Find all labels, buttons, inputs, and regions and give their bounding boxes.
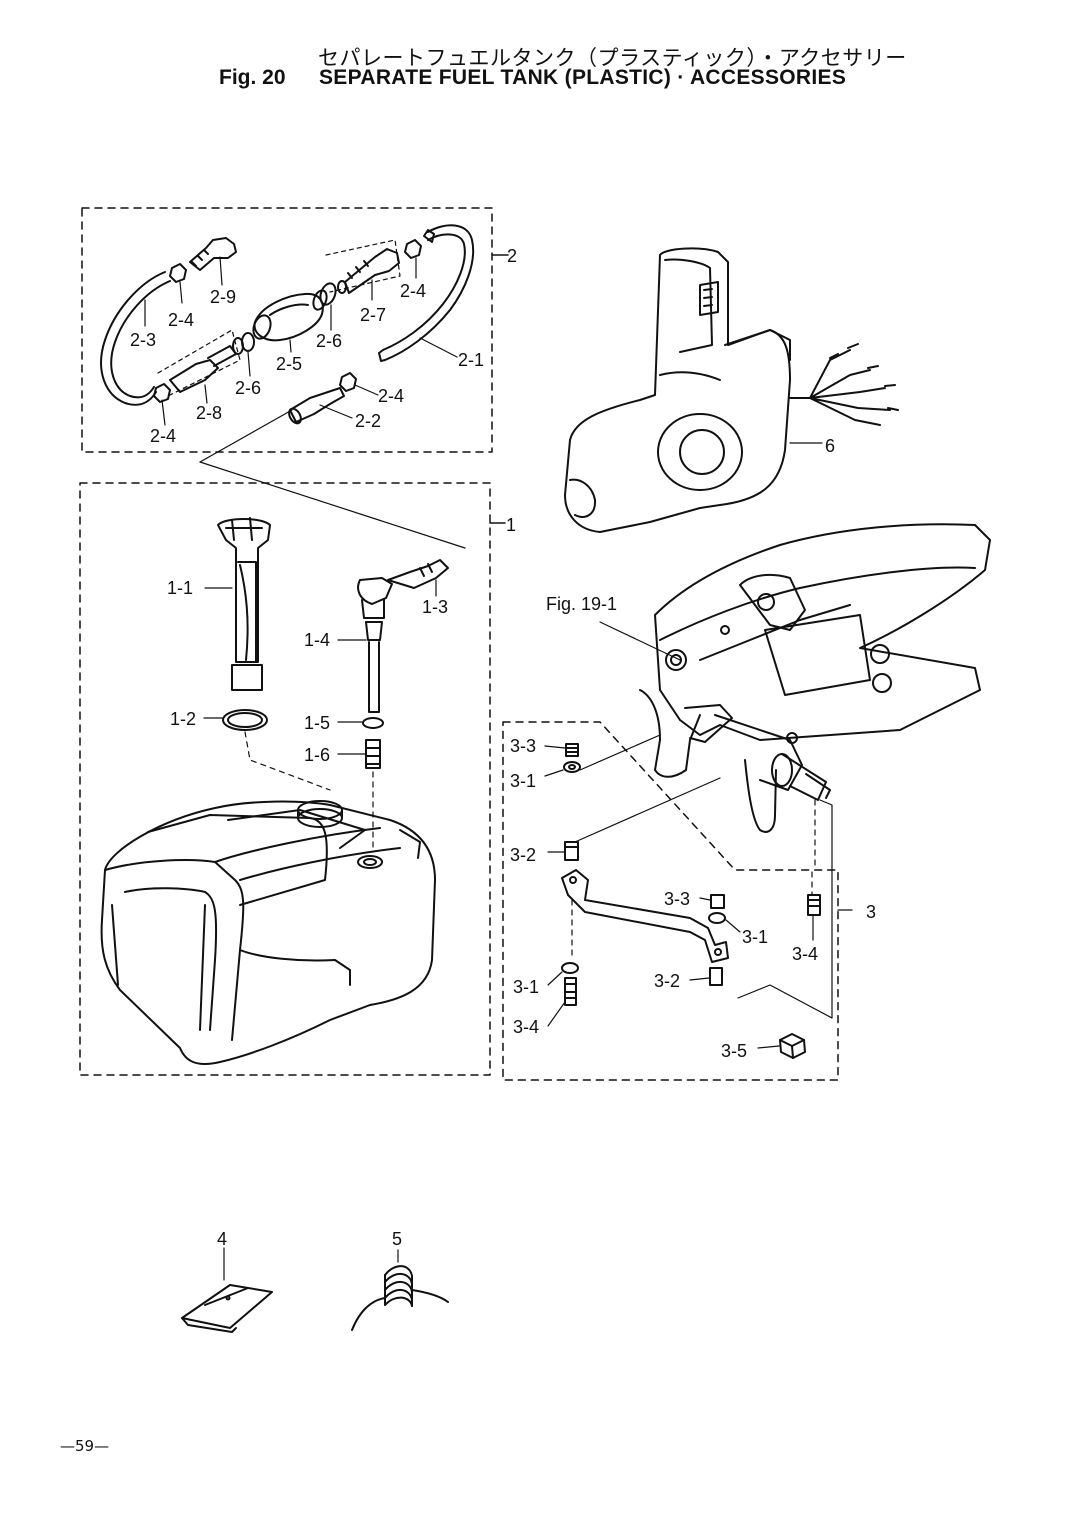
part-label-2-4b: 2-4 [400, 281, 426, 301]
nut-3-5 [779, 1033, 806, 1059]
part-label-2-6a: 2-6 [316, 331, 342, 351]
bolt-3-4-lower [564, 977, 577, 1006]
figure-number: Fig. 20 [219, 66, 286, 89]
part-label-2-6b: 2-6 [235, 378, 261, 398]
part-label-2-8: 2-8 [196, 403, 222, 423]
part-label-2-5: 2-5 [276, 354, 302, 374]
link-rod [561, 869, 729, 963]
washer-3-1-top [563, 761, 581, 773]
part-label-1-3: 1-3 [422, 597, 448, 617]
o-ring-1-5 [362, 717, 384, 729]
hose-2-1 [384, 224, 475, 361]
page-title-english: SEPARATE FUEL TANK (PLASTIC) · ACCESSORI… [319, 66, 847, 89]
fitting-1-3 [387, 559, 449, 589]
connector-2-9 [189, 237, 237, 271]
group-label-1: 1 [506, 515, 516, 535]
part-label-3-4a: 3-4 [792, 944, 818, 964]
connector-2-2 [289, 387, 345, 423]
nut-3-3-top [565, 743, 579, 757]
part-label-3-3b: 3-3 [664, 889, 690, 909]
fuel-gauge-1-1 [217, 518, 271, 663]
primer-bulb-2-5 [253, 292, 324, 342]
washer-3-1-lower [561, 962, 579, 974]
decal-4 [181, 1284, 273, 1329]
group-label-6: 6 [825, 436, 835, 456]
group-3-boundary [502, 721, 839, 1081]
part-label-1-2: 1-2 [170, 709, 196, 729]
nut-3-3-right [710, 894, 725, 909]
ring-2-6-lower [241, 332, 255, 352]
group-2-boundary [81, 207, 493, 453]
stud-3-2-left [564, 841, 579, 861]
nut-2-4 [169, 263, 187, 283]
fuel-tank-body [100, 800, 436, 1066]
group-1-boundary [79, 482, 491, 1076]
part-label-2-3: 2-3 [130, 330, 156, 350]
connector-2-8 [169, 359, 219, 393]
page-title-japanese: セパレートフュエルタンク（プラスティック）・アクセサリー [318, 46, 907, 70]
group-label-2: 2 [507, 246, 517, 266]
group-label-3: 3 [866, 902, 876, 922]
part-label-2-2: 2-2 [355, 411, 381, 431]
remote-control-6 [564, 247, 791, 533]
part-label-1-6: 1-6 [304, 745, 330, 765]
part-label-2-4d: 2-4 [150, 426, 176, 446]
washer-3-1-right [708, 912, 726, 924]
outboard-bracket [654, 523, 991, 741]
part-label-3-1b: 3-1 [742, 927, 768, 947]
bolt-3-4-right [807, 894, 821, 916]
part-label-1-5: 1-5 [304, 713, 330, 733]
nut-2-4-mid [339, 372, 357, 392]
page-number: —59— [60, 1437, 110, 1455]
part-label-2-4c: 2-4 [378, 386, 404, 406]
group-label-4: 4 [217, 1229, 227, 1249]
part-label-1-1: 1-1 [167, 578, 193, 598]
filter-1-6 [365, 739, 381, 769]
part-label-2-7: 2-7 [360, 305, 386, 325]
check-valve-2-7 [344, 248, 400, 294]
part-label-3-2b: 3-2 [654, 971, 680, 991]
ring-2-6-upper [319, 282, 337, 306]
elbow-fitting-1-4 [357, 577, 393, 605]
cord-5 [351, 1289, 449, 1331]
part-label-3-2a: 3-2 [510, 845, 536, 865]
part-label-2-1: 2-1 [458, 350, 484, 370]
part-label-3-1c: 3-1 [513, 977, 539, 997]
stud-3-2-right [709, 967, 723, 986]
reference-fig-19-1: Fig. 19-1 [546, 594, 617, 614]
nut-2-4-lower [153, 383, 171, 403]
part-label-3-5: 3-5 [721, 1041, 747, 1061]
part-label-3-3a: 3-3 [510, 736, 536, 756]
part-label-1-4: 1-4 [304, 630, 330, 650]
part-label-2-4a: 2-4 [168, 310, 194, 330]
part-label-2-9: 2-9 [210, 287, 236, 307]
o-ring-1-2 [222, 709, 268, 731]
nut-2-4-right [404, 239, 422, 259]
part-label-3-1a: 3-1 [510, 771, 536, 791]
hose-2-3 [100, 271, 166, 406]
group-label-5: 5 [392, 1229, 402, 1249]
part-label-3-4b: 3-4 [513, 1017, 539, 1037]
